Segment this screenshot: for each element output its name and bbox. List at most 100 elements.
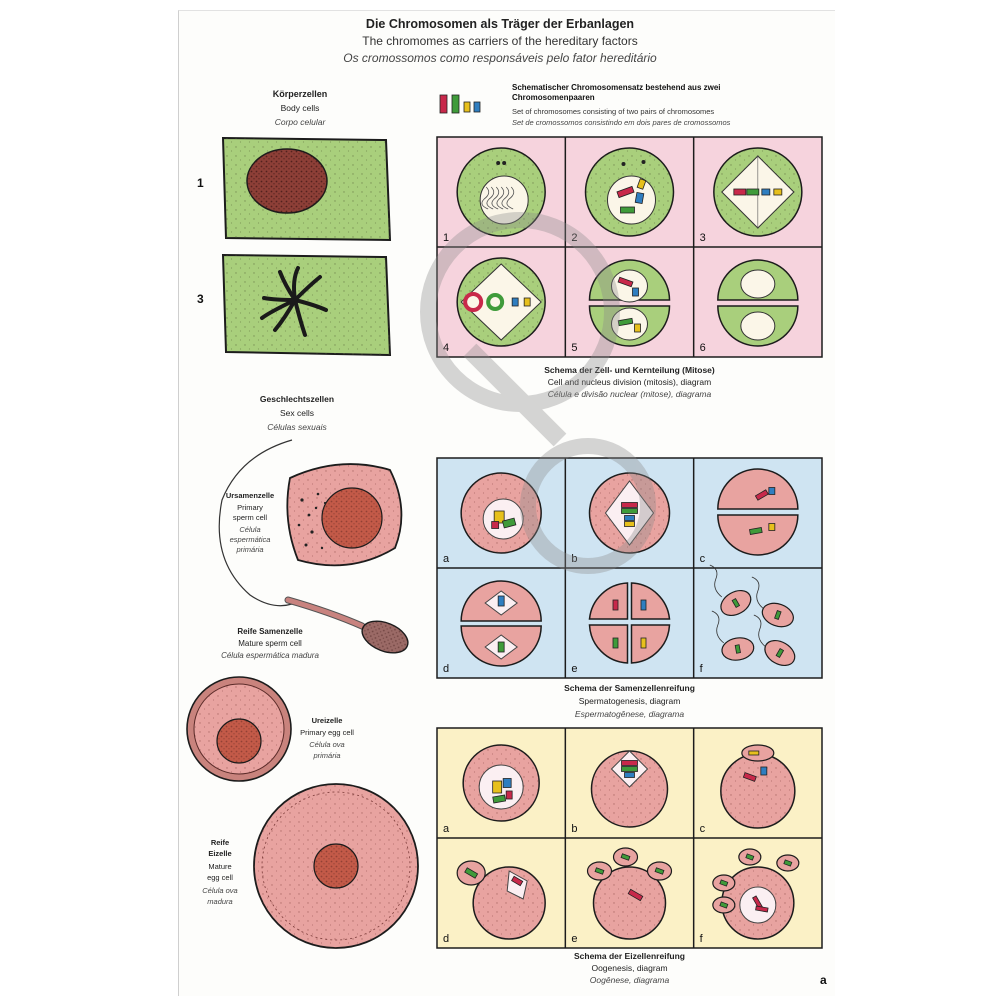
body-cells-en: Body cells — [280, 103, 320, 113]
primary-sperm-pt1: Célula — [239, 525, 261, 534]
body-cell-number-1: 1 — [197, 176, 204, 190]
sperm-caption-de: Schema der Samenzellenreifung — [564, 683, 695, 693]
chromosome — [502, 778, 512, 788]
mature-egg-en1: Mature — [208, 862, 232, 871]
chromosome — [734, 644, 741, 654]
chromosome — [493, 510, 505, 524]
chromosome — [624, 515, 635, 521]
oogenesis-label-a: a — [443, 823, 450, 835]
chromosome — [746, 188, 760, 196]
primary-sperm-cell — [286, 463, 403, 567]
sperm-caption-en: Spermatogenesis, diagram — [578, 696, 681, 706]
title-portuguese: Os cromossomos como responsáveis pelo fa… — [343, 51, 657, 65]
chromosome — [612, 637, 619, 649]
oogenesis-cell-e: e — [571, 847, 673, 945]
sex-cells-pt: Células sexuais — [267, 422, 327, 432]
spermatid — [630, 624, 671, 664]
oogenesis-cell-f: f — [700, 848, 800, 945]
spermatogenesis-label-b: b — [571, 553, 577, 565]
chromosome — [492, 794, 507, 804]
chromosome — [594, 867, 605, 875]
spindle — [506, 870, 528, 900]
oogenesis-label-d: d — [443, 933, 449, 945]
spermatid — [588, 624, 629, 664]
nucleus — [740, 311, 776, 341]
mitosis-caption-pt: Célula e divisão nuclear (mitose), diagr… — [547, 389, 712, 399]
title-german: Die Chromosomen als Träger der Erbanlage… — [365, 17, 635, 31]
chromosome — [620, 853, 631, 861]
chromosome — [733, 188, 747, 196]
oogenesis-label-f: f — [700, 933, 704, 945]
chromosome — [749, 527, 763, 535]
chromosome — [511, 875, 524, 887]
mature-egg-pt1: Célula ova — [202, 886, 238, 895]
body-cell-3 — [221, 253, 392, 357]
chromosome — [761, 188, 771, 196]
chromosome-set-en: Set of chromosomes consisting of two pai… — [512, 107, 715, 116]
primary-sperm-de: Ursamenzelle — [225, 491, 275, 500]
chromosome — [505, 790, 513, 800]
chromatin — [486, 186, 495, 210]
mature-egg-en2: egg cell — [207, 873, 233, 882]
chromosome — [768, 523, 776, 531]
primary-sperm-pt2: espermática — [229, 535, 271, 544]
cytoplasm — [720, 754, 795, 828]
chromatin — [491, 186, 500, 210]
mitosis-label-6: 6 — [700, 342, 706, 354]
chromosome — [497, 641, 505, 653]
chromosome-set-pt: Set de cromossomos consistindo em dois p… — [512, 118, 731, 127]
primary-sperm-en2: sperm cell — [232, 513, 268, 522]
mature-sperm-cell — [218, 439, 409, 654]
chromosome — [775, 647, 785, 659]
cytoplasm — [593, 867, 666, 939]
oogenesis-label-b: b — [571, 823, 577, 835]
mitosis-cell-5: 5 — [571, 259, 671, 354]
mitosis-label-1: 1 — [443, 232, 449, 244]
daughter-cell — [717, 514, 799, 556]
chromatin — [506, 186, 515, 210]
nucleus — [740, 269, 776, 299]
mitosis-cell-4: 4 — [443, 257, 546, 354]
chromosome-ring — [486, 293, 505, 311]
oo-caption-en: Oogenesis, diagram — [591, 963, 668, 973]
chromosome — [719, 901, 729, 909]
spermatogenesis-cell-f: f — [700, 564, 796, 675]
chromosome — [760, 766, 768, 776]
mitosis-caption-de: Schema der Zell- und Kernteilung (Mitose… — [544, 365, 715, 375]
chromosome — [632, 287, 639, 297]
sperm-tail — [711, 610, 725, 644]
chromosome — [624, 521, 635, 527]
spermatogenesis-label-e: e — [571, 663, 577, 675]
oogenesis-cell-a: a — [443, 744, 540, 835]
centriole — [641, 160, 646, 164]
chromosome — [491, 521, 500, 529]
chromosome — [624, 772, 635, 778]
body-cells-de: Körperzellen — [272, 89, 328, 99]
oogenesis-panel: a b c d e f — [436, 727, 823, 949]
sex-cells-de: Geschlechtszellen — [259, 394, 335, 404]
sperm-tail — [753, 614, 767, 648]
oogenesis-label-c: c — [700, 823, 706, 835]
centriole — [502, 161, 507, 165]
chromosome-cluster — [260, 266, 328, 337]
spermatogenesis-cell-b: b — [571, 472, 671, 565]
oogenesis-cell-d: d — [443, 860, 546, 945]
oogenesis-cell-c: c — [700, 744, 796, 835]
chromosome — [640, 637, 647, 649]
oogenesis-label-e: e — [571, 933, 577, 945]
chromosome — [768, 487, 776, 495]
spermatogenesis-label-a: a — [443, 553, 450, 565]
mature-sperm-pt: Célula espermática madura — [221, 651, 319, 660]
oo-caption-pt: Oogênese, diagrama — [589, 975, 670, 985]
chromosome — [634, 192, 645, 204]
chromosome — [636, 178, 647, 190]
chromosome — [523, 297, 531, 307]
spermatogenesis-label-d: d — [443, 663, 449, 675]
corner-mark: a — [820, 973, 827, 987]
mature-sperm-de: Reife Samenzelle — [237, 627, 303, 636]
chromosome — [616, 185, 635, 199]
chromosome — [621, 508, 638, 514]
spermatogenesis-cell-d: d — [443, 580, 542, 675]
